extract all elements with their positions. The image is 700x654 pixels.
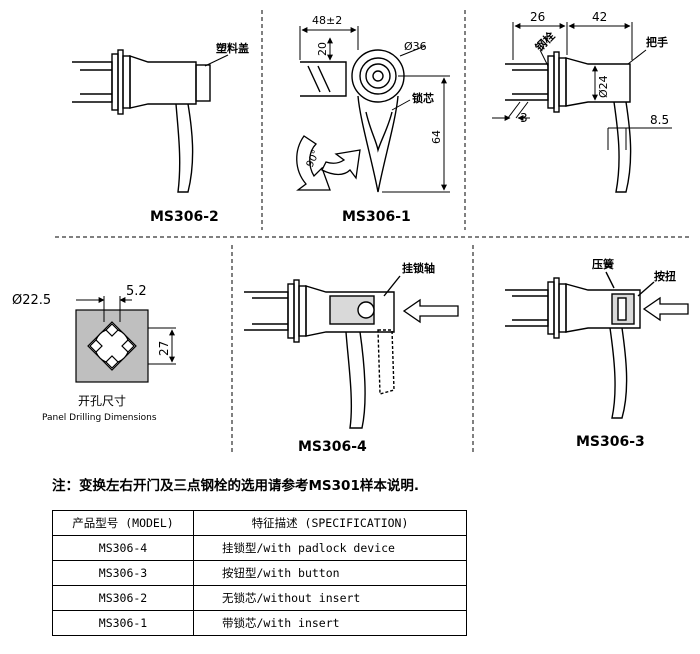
row-spec: 无锁芯/without insert xyxy=(193,585,467,611)
ms306-2-model-label: MS306-2 xyxy=(150,209,219,225)
ms306-4-drawing xyxy=(244,275,401,429)
side-view-dim-diameter: Ø24 xyxy=(597,75,610,98)
side-view-dim-42: 42 xyxy=(592,10,607,24)
ms306-1-drawing xyxy=(300,49,405,193)
ms306-4-push-arrow xyxy=(402,298,459,324)
row-model: MS306-1 xyxy=(52,610,194,636)
ms306-2-callout-cover: 塑料盖 xyxy=(216,41,249,55)
row-model: MS306-3 xyxy=(52,560,194,586)
row-spec: 挂锁型/with padlock device xyxy=(193,535,467,561)
panel-separators xyxy=(55,10,690,455)
ms306-2-callout-line xyxy=(204,54,229,67)
table-row: MS306-1 带锁芯/with insert xyxy=(52,610,467,636)
rotation-arrow xyxy=(296,135,361,191)
table-row: MS306-2 无锁芯/without insert xyxy=(52,585,467,611)
side-view-callout-handle: 把手 xyxy=(646,35,668,49)
panel-dim-27: 27 xyxy=(157,341,171,356)
header-spec: 特征描述 (SPECIFICATION) xyxy=(193,510,467,536)
panel-dim-5-2: 5.2 xyxy=(126,284,147,299)
ms306-1-callout-core: 锁芯 xyxy=(412,91,434,105)
table-header-row: 产品型号 (MODEL) 特征描述 (SPECIFICATION) xyxy=(52,510,467,536)
row-spec: 带锁芯/with insert xyxy=(193,610,467,636)
side-view-dim-3: 3 xyxy=(520,111,528,125)
ms306-1-dim-length: 64 xyxy=(430,130,443,144)
panel-title-en: Panel Drilling Dimensions xyxy=(42,413,157,423)
header-model: 产品型号 (MODEL) xyxy=(52,510,194,536)
ms306-4-model-label: MS306-4 xyxy=(298,439,367,455)
row-model: MS306-4 xyxy=(52,535,194,561)
ms306-1-dim-width: 48±2 xyxy=(312,14,342,27)
table-row: MS306-4 挂锁型/with padlock device xyxy=(52,535,467,561)
side-view-callout-bolt: 钢栓 xyxy=(532,29,557,54)
ms306-1-model-label: MS306-1 xyxy=(342,209,411,225)
ms306-4-callout-shaft: 挂锁轴 xyxy=(402,261,435,275)
row-model: MS306-2 xyxy=(52,585,194,611)
ms306-3-callout-spring: 压簧 xyxy=(592,257,614,271)
technical-drawing: 塑料盖 MS306-2 48±2 20 Ø36 64 锁芯 90° MS306-… xyxy=(12,10,690,455)
panel-cutout-dimensions xyxy=(76,296,176,365)
ms306-1-dim-height: 20 xyxy=(316,42,329,56)
panel-cutout-drawing xyxy=(75,309,149,383)
note-text: 注：变换左右开门及三点钢栓的选用请参考MS301样本说明. xyxy=(52,478,419,494)
side-view-dimensions xyxy=(492,22,672,150)
row-spec: 按钮型/with button xyxy=(193,560,467,586)
ms306-3-model-label: MS306-3 xyxy=(576,434,645,450)
ms306-1-dim-diameter: Ø36 xyxy=(404,40,427,53)
side-view-dim-8-5: 8.5 xyxy=(650,113,669,127)
ms306-3-callout-button: 按扭 xyxy=(654,269,676,283)
ms306-3-push-arrow xyxy=(642,296,689,322)
table-row: MS306-3 按钮型/with button xyxy=(52,560,467,586)
ms306-1-dimensions xyxy=(299,26,450,193)
ms306-3-drawing xyxy=(505,271,655,419)
side-view-dim-26: 26 xyxy=(530,10,545,24)
spec-table: 产品型号 (MODEL) 特征描述 (SPECIFICATION) MS306-… xyxy=(52,510,467,636)
panel-dim-diameter: Ø22.5 xyxy=(12,293,51,308)
panel-title-cn: 开孔尺寸 xyxy=(78,394,126,408)
ms306-2-drawing xyxy=(72,49,211,193)
